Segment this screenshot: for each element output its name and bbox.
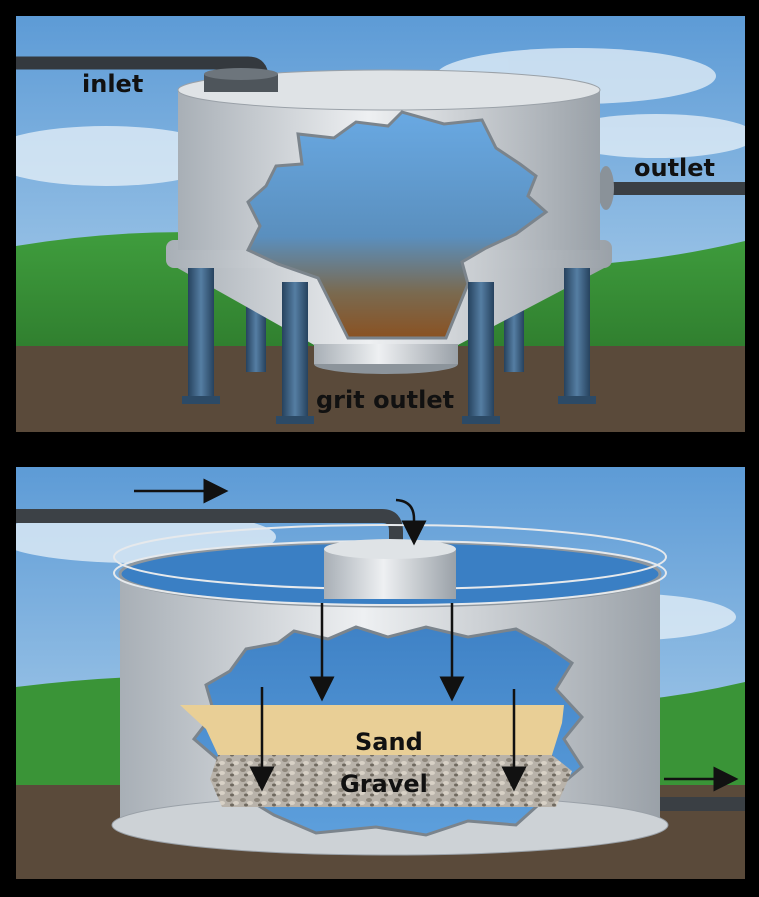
outlet-pipe xyxy=(656,797,745,811)
sand-filter-diagram: Sand Gravel xyxy=(16,467,745,879)
grit-chamber-diagram: inlet outlet grit outlet xyxy=(16,16,745,432)
front-legs xyxy=(182,268,596,424)
gravel-label: Gravel xyxy=(340,770,428,798)
tank-leg xyxy=(564,268,590,402)
inlet-label: inlet xyxy=(82,70,143,98)
sand-layer xyxy=(180,705,564,755)
leg-foot xyxy=(462,416,500,424)
tank-leg xyxy=(246,298,266,372)
outlet-flange xyxy=(598,166,614,210)
leg-foot xyxy=(276,416,314,424)
sand-label: Sand xyxy=(355,728,423,756)
grit-chamber-panel: inlet outlet grit outlet xyxy=(16,16,745,432)
cutaway-water xyxy=(245,110,549,340)
gravel-layer xyxy=(210,755,572,807)
tank-leg xyxy=(282,282,308,422)
leg-foot xyxy=(182,396,220,404)
tank-leg xyxy=(468,282,494,422)
flow-arrow xyxy=(395,498,427,546)
outlet-label: outlet xyxy=(634,154,715,182)
grit-outlet-label: grit outlet xyxy=(316,386,454,414)
sand-filter-panel: Sand Gravel xyxy=(16,467,745,879)
tank-leg xyxy=(188,268,214,402)
inlet-pipe xyxy=(16,509,403,551)
leg-foot xyxy=(558,396,596,404)
distributor-top xyxy=(324,539,456,559)
inlet-cap-top xyxy=(204,68,278,80)
tank-top xyxy=(177,69,601,111)
grit-outlet-collar-body xyxy=(314,344,458,364)
outlet-pipe xyxy=(606,182,745,195)
flow-arrows xyxy=(134,478,739,792)
